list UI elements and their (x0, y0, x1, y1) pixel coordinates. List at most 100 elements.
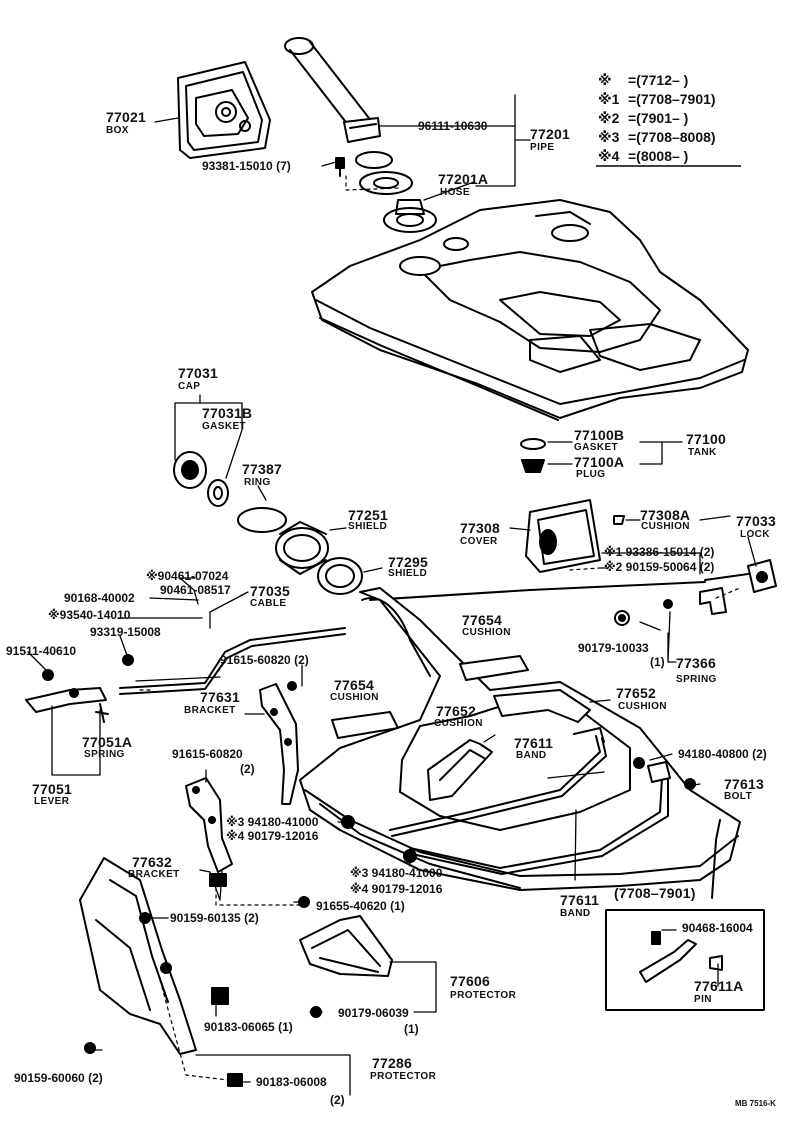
leader-lines (27, 94, 757, 1096)
part-number: 77021 (106, 109, 146, 125)
part-number: 77100A (574, 454, 625, 470)
part-name: BAND (516, 750, 547, 761)
part-name: CUSHION (330, 692, 379, 703)
legend-row: ※3 =(7708–8008) (598, 129, 716, 146)
fuel-tank-upper (311, 199, 749, 421)
legend-row: ※2 =(7901– ) (598, 110, 688, 127)
part-name: PIPE (530, 142, 555, 153)
filler-pipe (284, 37, 381, 143)
part-name: SHIELD (388, 568, 428, 579)
part-number: 91655-40620 (1) (316, 899, 405, 913)
inset-detail (605, 819, 765, 1011)
part-name: BAND (560, 908, 591, 919)
part-number: 90179-10033 (578, 641, 649, 655)
opener-lever (25, 654, 134, 723)
part-number: 77387 (242, 461, 282, 477)
part-number: 90159-60060 (2) (14, 1071, 103, 1085)
part-qty: (2) (240, 762, 255, 776)
part-name: RING (244, 477, 271, 488)
part-number: 77366 (676, 655, 716, 671)
filler-hose (355, 151, 437, 233)
part-name: CABLE (250, 598, 287, 609)
part-number: 77100 (686, 431, 726, 447)
tank-cushions (331, 655, 591, 801)
part-number: 77051A (82, 734, 133, 750)
legend-mark: ※3 (598, 129, 620, 145)
part-name: GASKET (574, 442, 619, 453)
fuel-box (177, 61, 271, 159)
part-name: PROTECTOR (370, 1071, 437, 1082)
guide-lines (139, 175, 741, 1081)
part-name: SHIELD (348, 521, 388, 532)
part-name: GASKET (202, 421, 247, 432)
part-name: PLUG (576, 469, 606, 480)
part-name: LEVER (34, 796, 70, 807)
part-number: 90168-40002 (64, 591, 135, 605)
part-name: PIN (694, 994, 712, 1005)
part-qty: (1) (650, 655, 665, 669)
part-qty: (1) (404, 1022, 419, 1036)
part-number: 77606 (450, 973, 490, 989)
part-name: BRACKET (128, 869, 180, 880)
bracket-77631 (259, 681, 299, 805)
part-number: 90468-16004 (682, 921, 753, 935)
part-name: CAP (178, 381, 201, 392)
part-number: 77631 (200, 689, 240, 705)
part-number: ※3 94180-41000 (226, 815, 319, 829)
part-number: 77201A (438, 171, 489, 187)
part-name: COVER (460, 536, 498, 547)
filler-shields (275, 521, 363, 595)
legend-range: =(7712– ) (628, 72, 689, 88)
part-number: 94180-40800 (2) (678, 747, 767, 761)
part-name: SPRING (84, 749, 125, 760)
mount-nuts (298, 599, 696, 908)
part-number: 77031B (202, 405, 253, 421)
part-number: 77033 (736, 513, 776, 529)
part-number: 77308A (640, 507, 691, 523)
part-number: ※93540-14010 (48, 608, 131, 622)
legend-mark: ※1 (598, 91, 620, 107)
part-name: TANK (688, 447, 717, 458)
part-number: 93319-15008 (90, 625, 161, 639)
part-number: 90179-06039 (338, 1006, 409, 1020)
fuel-cover (525, 499, 625, 573)
part-name: HOSE (440, 187, 470, 198)
part-number: 90183-06008 (256, 1075, 327, 1089)
fuel-lock (699, 559, 777, 615)
screw-icon (335, 157, 345, 177)
part-number: 91511-40610 (6, 644, 77, 658)
part-number: 77613 (724, 776, 764, 792)
part-number: 77308 (460, 520, 500, 536)
part-number: (7708–7901) (614, 885, 696, 901)
protector-77606 (299, 915, 393, 1018)
part-name: PROTECTOR (450, 990, 517, 1001)
part-qty: (2) (330, 1093, 345, 1107)
legend-range: =(7901– ) (628, 110, 689, 126)
part-number: 77654 (334, 677, 374, 693)
part-number: 96111-10630 (418, 119, 488, 133)
part-number: 77611A (694, 978, 744, 994)
part-number: 77035 (250, 583, 290, 599)
part-number: 77295 (388, 554, 428, 570)
part-number: ※90461-07024 (146, 569, 229, 583)
part-number: 90159-60135 (2) (170, 911, 259, 925)
part-number: ※4 90179-12016 (350, 882, 443, 896)
part-name: LOCK (740, 529, 770, 540)
part-number: 77652 (436, 703, 476, 719)
fuel-cap (173, 451, 287, 533)
part-number: 77201 (530, 126, 570, 142)
legend-range: =(7708–8008) (628, 129, 716, 145)
legend-row: ※ =(7712– ) (598, 72, 688, 89)
tank-plug (520, 438, 546, 473)
part-number: 77611 (514, 735, 554, 751)
legend-row: ※1=(7708–7901) (598, 91, 716, 108)
part-number: 77100B (574, 427, 625, 443)
legend-mark: ※ (598, 72, 612, 88)
part-number: 91615-60820 (2) (220, 653, 309, 667)
legend-mark: ※2 (598, 110, 620, 126)
part-name: CUSHION (434, 718, 483, 729)
part-number: 77654 (462, 612, 502, 628)
part-name: SPRING (676, 674, 717, 685)
part-number: 93381-15010 (7) (202, 159, 291, 173)
